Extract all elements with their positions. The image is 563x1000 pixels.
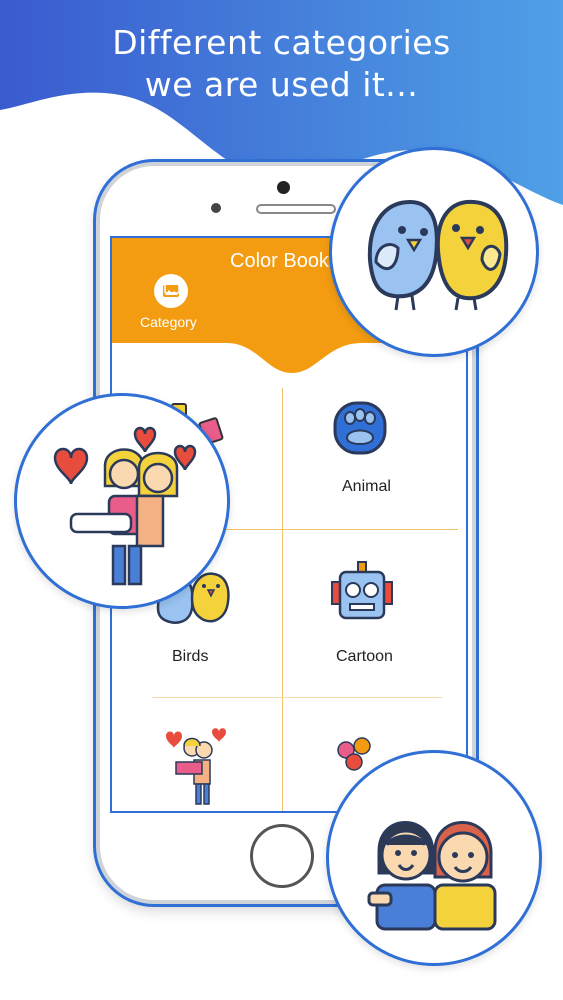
friends-icon <box>367 821 497 931</box>
headline-line-1: Different categories <box>112 23 451 62</box>
category-label: Birds <box>172 648 209 665</box>
couple-icon <box>166 728 226 805</box>
gallery-icon <box>163 282 180 297</box>
category-button[interactable] <box>154 274 188 308</box>
phone-speaker <box>256 204 336 214</box>
category-tile-flowers[interactable] <box>302 708 452 811</box>
category-tile-cartoon[interactable] <box>302 538 452 678</box>
category-button-label: Category <box>140 314 197 330</box>
phone-camera <box>277 181 290 194</box>
flowers-icon <box>337 737 371 771</box>
home-button[interactable] <box>250 824 314 888</box>
category-tile-animal[interactable] <box>302 388 452 528</box>
friends-badge <box>326 750 542 966</box>
grid-divider-vertical <box>282 388 283 811</box>
love-couple-badge <box>14 393 230 609</box>
category-label: Cartoon <box>336 648 393 665</box>
app-title: Color Book <box>230 250 329 272</box>
birds-badge <box>329 147 539 357</box>
headline-line-2: we are used it... <box>144 65 419 104</box>
paw-icon <box>333 401 387 455</box>
birds-icon <box>367 199 509 311</box>
category-label: Animal <box>342 478 391 495</box>
couple-icon <box>53 426 197 586</box>
category-tile-love[interactable] <box>132 708 280 811</box>
phone-sensor <box>211 203 221 213</box>
grid-divider-horizontal <box>152 697 442 698</box>
robot-icon <box>331 561 393 620</box>
grid-divider-horizontal <box>124 529 458 530</box>
headline: Different categories we are used it... <box>0 22 563 106</box>
